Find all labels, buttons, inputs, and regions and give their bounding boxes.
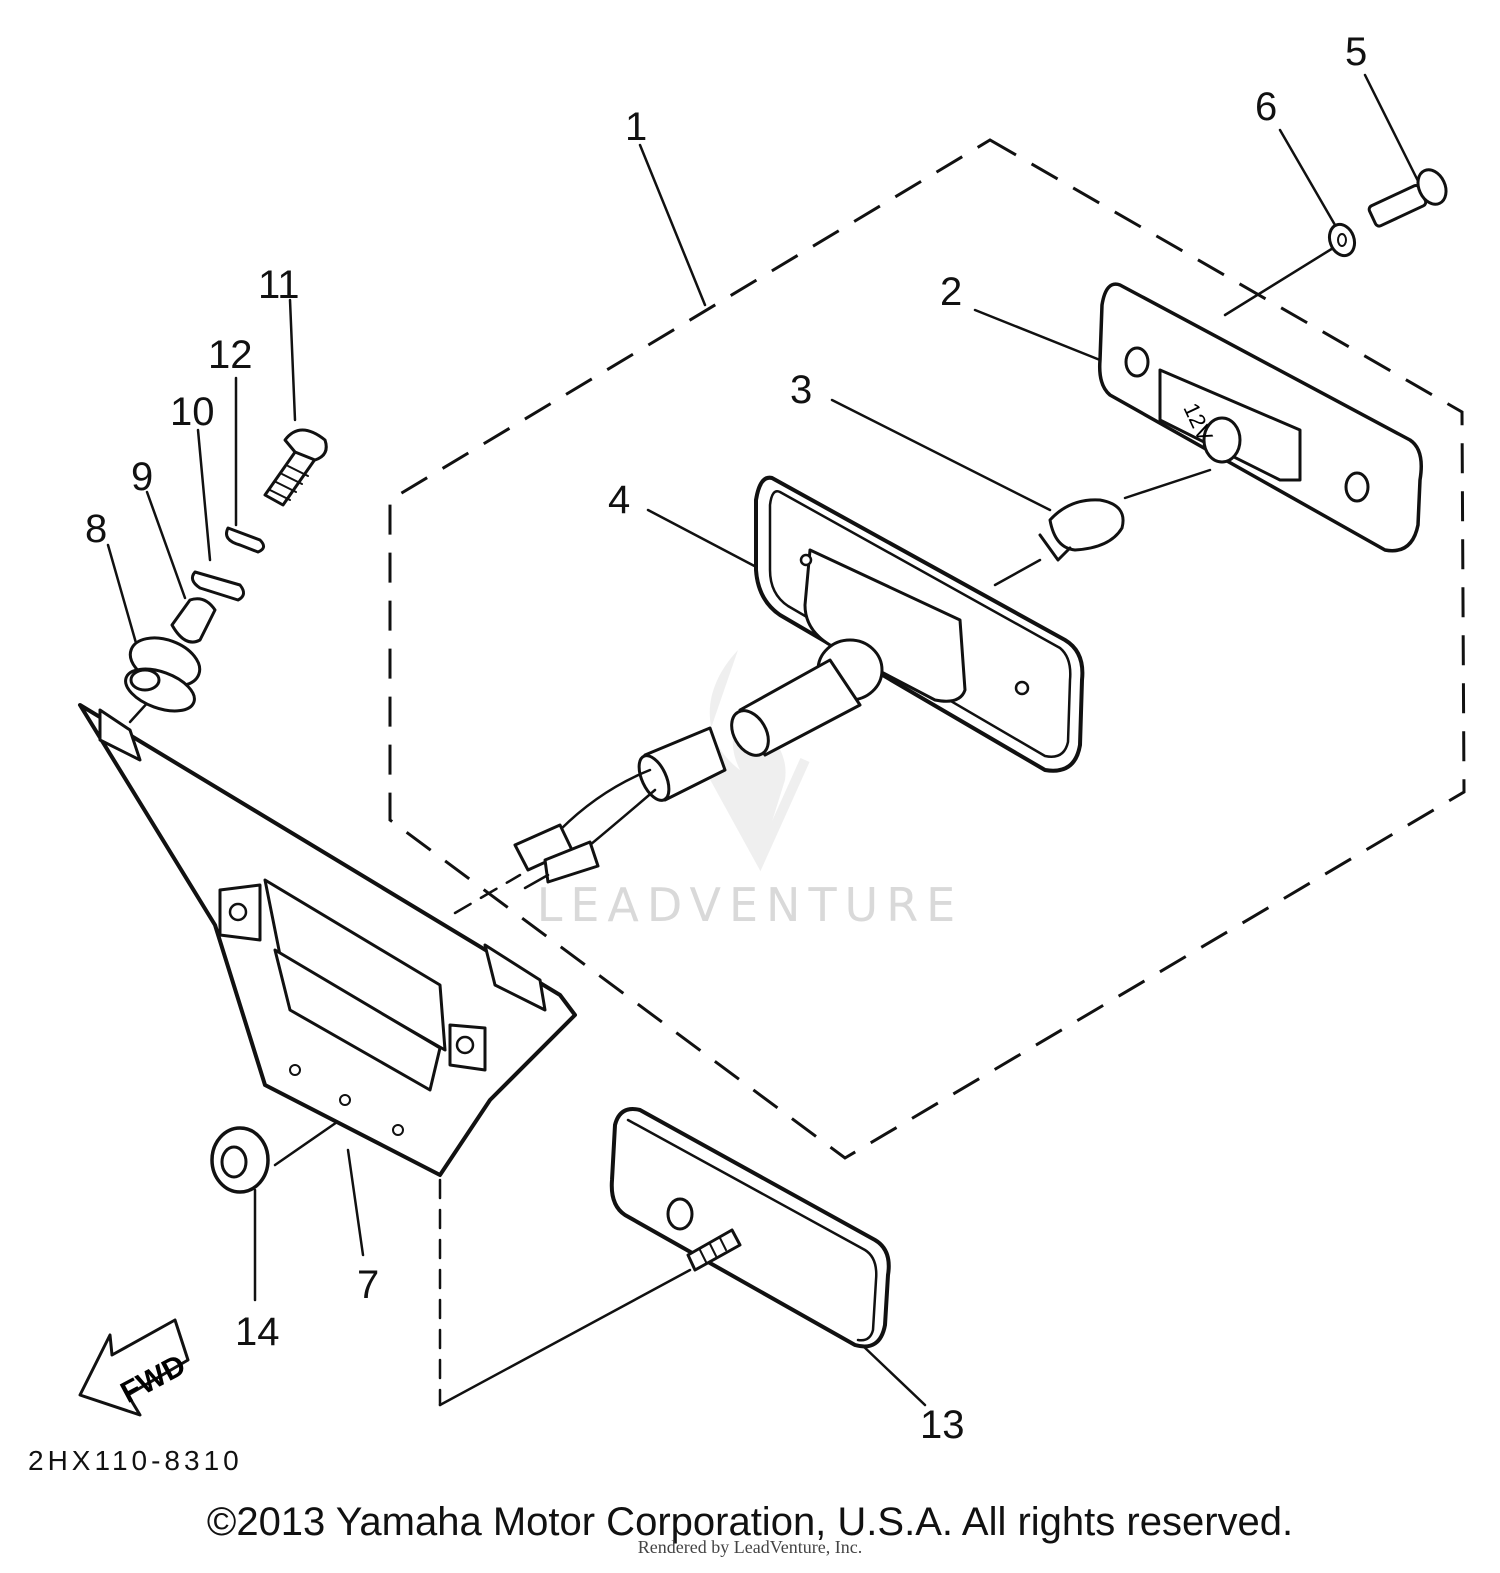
callout-12: 12 [208, 333, 253, 377]
bracket-part-7 [78, 703, 577, 1177]
callout-14: 14 [235, 1310, 280, 1354]
callout-13: 13 [920, 1403, 965, 1447]
callout-8: 8 [85, 507, 107, 551]
callout-7: 7 [357, 1263, 379, 1307]
callout-9: 9 [131, 455, 153, 499]
lamp-housing-part-2: 12V [1097, 282, 1423, 553]
nut-part-14 [210, 1126, 270, 1194]
leadventure-logo-icon [700, 650, 810, 872]
copyright-text: ©2013 Yamaha Motor Corporation, U.S.A. A… [206, 1500, 1294, 1544]
callout-6: 6 [1255, 85, 1277, 129]
leader-lines [106, 73, 1422, 1407]
callout-10: 10 [170, 390, 215, 434]
callout-4: 4 [608, 478, 630, 522]
callouts: 1 2 3 4 5 6 7 8 9 10 11 12 13 14 [85, 30, 1367, 1447]
washer-part-6 [1327, 222, 1357, 258]
callout-2: 2 [940, 270, 962, 314]
rendered-by-text: Rendered by LeadVenture, Inc. [637, 1537, 863, 1557]
grommet-part-8 [124, 636, 202, 713]
callout-11: 11 [258, 263, 300, 307]
callout-1: 1 [625, 105, 647, 149]
diagram-code: 2HX110-8310 [28, 1445, 243, 1476]
bolt-part-5 [1367, 168, 1448, 228]
bulb-part-3 [1038, 498, 1125, 562]
callout-3: 3 [790, 368, 812, 412]
reflector-part-13 [609, 1107, 891, 1349]
assembly-outline [388, 138, 1466, 1160]
clip-part-12 [225, 526, 265, 554]
lens-part-4 [513, 475, 1085, 890]
spacer-part-9 [170, 597, 217, 644]
screw-part-11 [263, 428, 328, 507]
nut-part-10 [190, 570, 245, 602]
fwd-arrow-icon: FWD [78, 1318, 191, 1417]
watermark-text: LEADVENTURE [536, 878, 964, 932]
callout-5: 5 [1345, 30, 1367, 74]
